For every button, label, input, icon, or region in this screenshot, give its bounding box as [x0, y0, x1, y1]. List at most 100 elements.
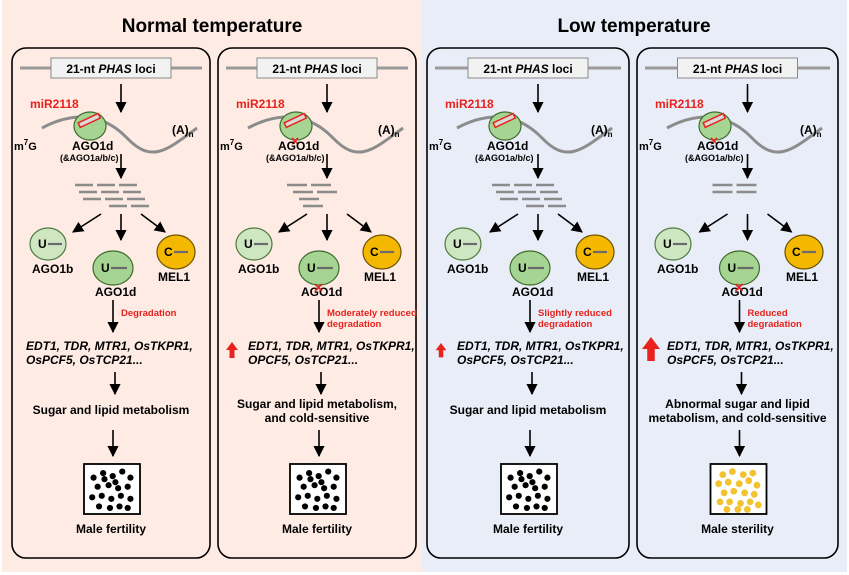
- cap-label: m7G: [639, 138, 662, 153]
- pollen-grain: [318, 479, 325, 486]
- ago1b-u-label: U: [38, 237, 47, 251]
- pollen-grain: [754, 501, 762, 509]
- cap-post: G: [443, 141, 452, 153]
- ago1d-bottom-label: AGO1d: [301, 285, 342, 299]
- pollen-grain: [735, 480, 743, 488]
- pollen-grain: [124, 504, 131, 512]
- ago1d-complex-circle: [73, 111, 107, 141]
- locus-label-pre: 21-nt: [483, 62, 515, 76]
- pollen-grain: [115, 485, 122, 492]
- increase-up-arrow: [435, 343, 447, 358]
- pollen-grain: [737, 499, 744, 507]
- ago1d-top-label: AGO1d: [72, 139, 113, 153]
- pollen-grain: [116, 503, 123, 510]
- pollen-grain: [743, 506, 751, 513]
- pollen-grain: [314, 495, 321, 502]
- mirna-strand: [77, 112, 102, 129]
- ago1b-label: AGO1b: [447, 262, 488, 276]
- locus-label-post: loci: [549, 62, 573, 76]
- pollen-grain: [312, 504, 320, 512]
- ago1d-complex-circle: [488, 111, 522, 141]
- pollen-grain: [323, 492, 330, 499]
- mel1-c-label: C: [792, 245, 801, 259]
- mel1-label: MEL1: [158, 270, 190, 284]
- pollen-grain: [306, 469, 313, 477]
- pollen-grain: [534, 492, 541, 499]
- ago1d-top-label: AGO1d: [697, 139, 738, 153]
- pollen-grain: [304, 492, 311, 499]
- pollen-grain: [522, 482, 529, 489]
- degradation-label: degradation: [748, 319, 803, 330]
- pollen-grain: [127, 474, 134, 481]
- pollen-grain: [723, 506, 731, 513]
- ago1b-u-label: U: [663, 237, 672, 251]
- pollen-grain: [728, 468, 736, 475]
- pollen-grain: [506, 494, 513, 501]
- pollen-grain: [109, 473, 116, 480]
- locus-box: [677, 57, 798, 79]
- mel1-c-label: C: [583, 245, 592, 259]
- branch-arrow-left: [72, 213, 102, 233]
- panel-frame: [636, 47, 839, 559]
- increase-up-arrow: [226, 342, 238, 358]
- pollen-grain: [117, 492, 124, 499]
- pollen-grain: [108, 495, 115, 502]
- locus-label-post: loci: [132, 62, 156, 76]
- pollen-grain: [720, 489, 728, 497]
- pollen-grain: [295, 494, 302, 501]
- degradation-label: Degradation: [121, 308, 177, 319]
- metabolism-label: and cold-sensitive: [265, 411, 370, 425]
- pollen-grain: [101, 476, 108, 483]
- pollen-grain: [321, 485, 328, 492]
- polya-sub: n: [608, 130, 613, 139]
- metabolism-label: Sugar and lipid metabolism,: [237, 397, 397, 411]
- pollen-grain: [311, 482, 318, 489]
- cap-sup: 7: [439, 138, 444, 147]
- pollen-grain: [541, 504, 548, 512]
- pollen-grain: [105, 482, 112, 489]
- pollen-grain: [536, 468, 543, 475]
- pollen-grain: [112, 479, 119, 486]
- pollen-grain: [119, 468, 126, 475]
- mel1-label: MEL1: [577, 270, 609, 284]
- polya-sub: n: [395, 130, 400, 139]
- mrna-wave: [456, 115, 613, 154]
- locus-label-pre: 21-nt: [693, 62, 725, 76]
- target-genes-line: EDT1, TDR, MTR1, OsTKPR1,: [457, 339, 624, 353]
- target-genes-line: OsPCF5, OsTCP21...: [457, 353, 574, 367]
- locus-label: 21-nt PHAS loci: [272, 62, 361, 76]
- pollen-grain: [106, 504, 114, 512]
- polya-label: (A)n: [172, 123, 194, 139]
- cap-label: m7G: [220, 138, 243, 153]
- pollen-grain: [715, 480, 723, 488]
- ago1abc-label: (&AGO1a/b/c): [266, 153, 325, 163]
- pollen-grain: [127, 495, 134, 502]
- pollen-grain: [724, 478, 732, 486]
- locus-label: 21-nt PHAS loci: [693, 62, 782, 76]
- metabolism-label: Sugar and lipid metabolism: [450, 403, 607, 417]
- ago1d-bottom-label: AGO1d: [95, 285, 136, 299]
- locus-box: [467, 57, 589, 79]
- ago1d-u-label: U: [518, 261, 527, 275]
- ago1d-mutation-x: [291, 137, 299, 145]
- mel1-label: MEL1: [786, 270, 818, 284]
- degradation-label: Reduced: [748, 308, 788, 319]
- pollen-grain: [526, 473, 533, 480]
- target-genes-line: OsPCF5, OsTCP21...: [667, 353, 784, 367]
- mir2118-label: miR2118: [655, 97, 704, 111]
- locus-label-post: loci: [758, 62, 782, 76]
- branch-arrow-left: [489, 213, 519, 233]
- panel-2: 21-nt PHAS locimiR2118m7G(A)nAGO1d(&AGO1…: [217, 47, 417, 559]
- ago1d-bottom-mutation-x: [734, 283, 744, 292]
- outcome-label: Male fertility: [282, 522, 352, 536]
- pollen-grain: [98, 492, 105, 499]
- panel-frame: [426, 47, 630, 559]
- pollen-grain: [745, 477, 753, 485]
- degradation-label: degradation: [538, 319, 593, 330]
- branch-arrow-right: [557, 213, 583, 233]
- metabolism-label: Abnormal sugar and lipid: [665, 397, 810, 411]
- pollen-grain: [719, 471, 727, 479]
- pollen-grain: [315, 473, 322, 480]
- polya-label: (A)n: [591, 123, 613, 139]
- pollen-grain: [734, 506, 742, 513]
